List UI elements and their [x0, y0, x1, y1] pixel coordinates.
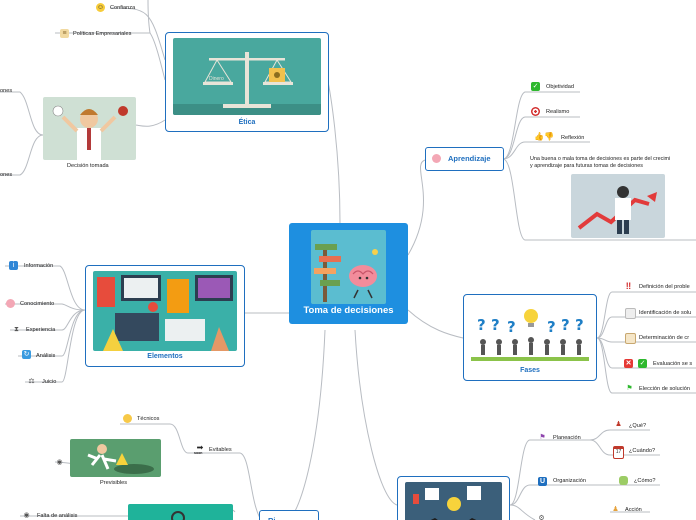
green-flag-icon: ⚑ [626, 385, 633, 392]
gears-icon: ⚙ [538, 515, 545, 520]
growth-businessman-illustration [571, 174, 665, 238]
scroll-icon: ≡ [60, 29, 69, 38]
people-questions-illustration: ??? ??? [471, 302, 589, 364]
topic-objetividad[interactable]: Objetividad [546, 84, 574, 90]
clipboard-icon [625, 333, 636, 344]
aprendizaje-note-line2: y aprendizaje para futuras tomas de deci… [530, 163, 643, 169]
refresh-icon: ↻ [22, 350, 31, 359]
scale-money-illustration: Dinero [173, 38, 321, 115]
blue-u-icon: U [538, 477, 547, 486]
scales-icon: ⚖ [28, 378, 35, 385]
topic-confianza[interactable]: Confianza [110, 5, 136, 11]
soon-arrow-icon: ➡ [196, 443, 204, 452]
checkmark-icon: ✓ [638, 359, 647, 368]
topic-conocimiento[interactable]: Conocimiento [20, 301, 55, 307]
cut-topic-lower[interactable]: ones [0, 172, 13, 178]
topic-tecnicos[interactable]: Técnicos [137, 416, 160, 422]
svg-text:?: ? [547, 318, 556, 336]
topic-falta-analisis[interactable]: Falta de análisis [37, 513, 78, 519]
devices-collaboration-illustration [93, 271, 237, 351]
target-icon [531, 107, 540, 116]
topic-accion[interactable]: Acción [625, 507, 642, 513]
scale-left-label: Dinero [209, 76, 224, 82]
hourglass-icon: ⧗ [14, 326, 19, 333]
topic-eleccion[interactable]: Elección de solución [639, 386, 690, 392]
central-topic-title: Toma de decisiones [303, 305, 394, 316]
topic-experiencia[interactable]: Experiencia [26, 327, 56, 333]
brain-icon [6, 299, 15, 308]
riesgos-node[interactable]: Ri [259, 510, 319, 520]
topic-reflexion[interactable]: Reflexión [561, 135, 585, 141]
svg-text:?: ? [491, 316, 500, 334]
aprendizaje-node[interactable]: Aprendizaje [425, 147, 504, 171]
topic-politicas[interactable]: Políticas Empresariales [73, 31, 132, 37]
eye-icon: ◉ [56, 459, 63, 466]
topic-juicio[interactable]: Juicio [42, 379, 57, 385]
topic-evaluacion[interactable]: Evaluación se s [653, 361, 693, 367]
person-laptop-icon [619, 476, 628, 485]
worker-helmet-icon [123, 414, 132, 423]
svg-text:?: ? [507, 318, 516, 336]
svg-text:?: ? [477, 316, 486, 334]
cross-mark-icon: ✕ [624, 359, 633, 368]
aprendizaje-title: Aprendizaje [448, 154, 491, 163]
etica-node[interactable]: Dinero Ética [165, 32, 329, 132]
topic-realismo[interactable]: Realismo [546, 109, 570, 115]
topic-determinacion[interactable]: Determinación de cr [639, 335, 690, 341]
topic-identificacion[interactable]: Identificación de solu [639, 310, 692, 316]
magnifier-illustration [128, 504, 233, 520]
topic-previsibles[interactable]: Previsibles [100, 480, 128, 486]
smile-emoji-icon: ☺ [96, 3, 105, 12]
etica-title: Ética [238, 119, 256, 126]
person-hat-icon: ♟ [615, 421, 622, 428]
topic-decision-tomada[interactable]: Decisión tomada [67, 163, 109, 169]
cut-topic-upper[interactable]: ones [0, 88, 13, 94]
fases-node[interactable]: ??? ??? Fases [463, 294, 597, 381]
topic-evitables[interactable]: Evitables [209, 447, 232, 453]
topic-organizacion[interactable]: Organización [553, 478, 586, 484]
topic-analisis[interactable]: Análisis [36, 353, 56, 359]
checkmark-icon: ✓ [531, 82, 540, 91]
purple-flag-icon: ⚑ [539, 434, 546, 441]
topic-cuando[interactable]: ¿Cuándo? [629, 448, 656, 454]
signpost-brain-illustration [311, 230, 386, 304]
riesgos-title: Ri [268, 516, 276, 520]
topic-que[interactable]: ¿Qué? [629, 423, 647, 429]
topic-como[interactable]: ¿Cómo? [634, 478, 656, 484]
elementos-title: Elementos [147, 353, 183, 360]
notepad-icon [625, 308, 636, 319]
double-exclamation-icon: ‼ [625, 281, 632, 291]
central-topic-node[interactable]: Toma de decisiones [289, 223, 408, 324]
svg-text:?: ? [575, 316, 584, 334]
topic-planeacion[interactable]: Planeación [553, 435, 581, 441]
businessman-choice-illustration [43, 97, 136, 160]
calendar-icon: 17 [613, 446, 624, 459]
thumbs-up-down-icon: 👍👎 [534, 132, 554, 141]
fases-title: Fases [520, 367, 540, 374]
topic-informacion[interactable]: Información [24, 263, 54, 269]
aprendizaje-note-line1: Una buena o mala toma de decisiones es p… [530, 156, 671, 162]
elementos-node[interactable]: Elementos [85, 265, 245, 367]
person-action-icon: ♟ [612, 506, 619, 513]
svg-text:?: ? [561, 316, 570, 334]
brain-icon [432, 154, 441, 163]
info-icon: i [9, 261, 18, 270]
teamwork-ideas-illustration [405, 482, 502, 520]
soon-label: soon [194, 451, 203, 455]
proceso-node[interactable] [397, 476, 510, 520]
eye-icon: ◉ [23, 512, 30, 519]
slip-hazard-illustration [70, 439, 161, 477]
topic-definicion[interactable]: Definición del proble [639, 284, 690, 290]
